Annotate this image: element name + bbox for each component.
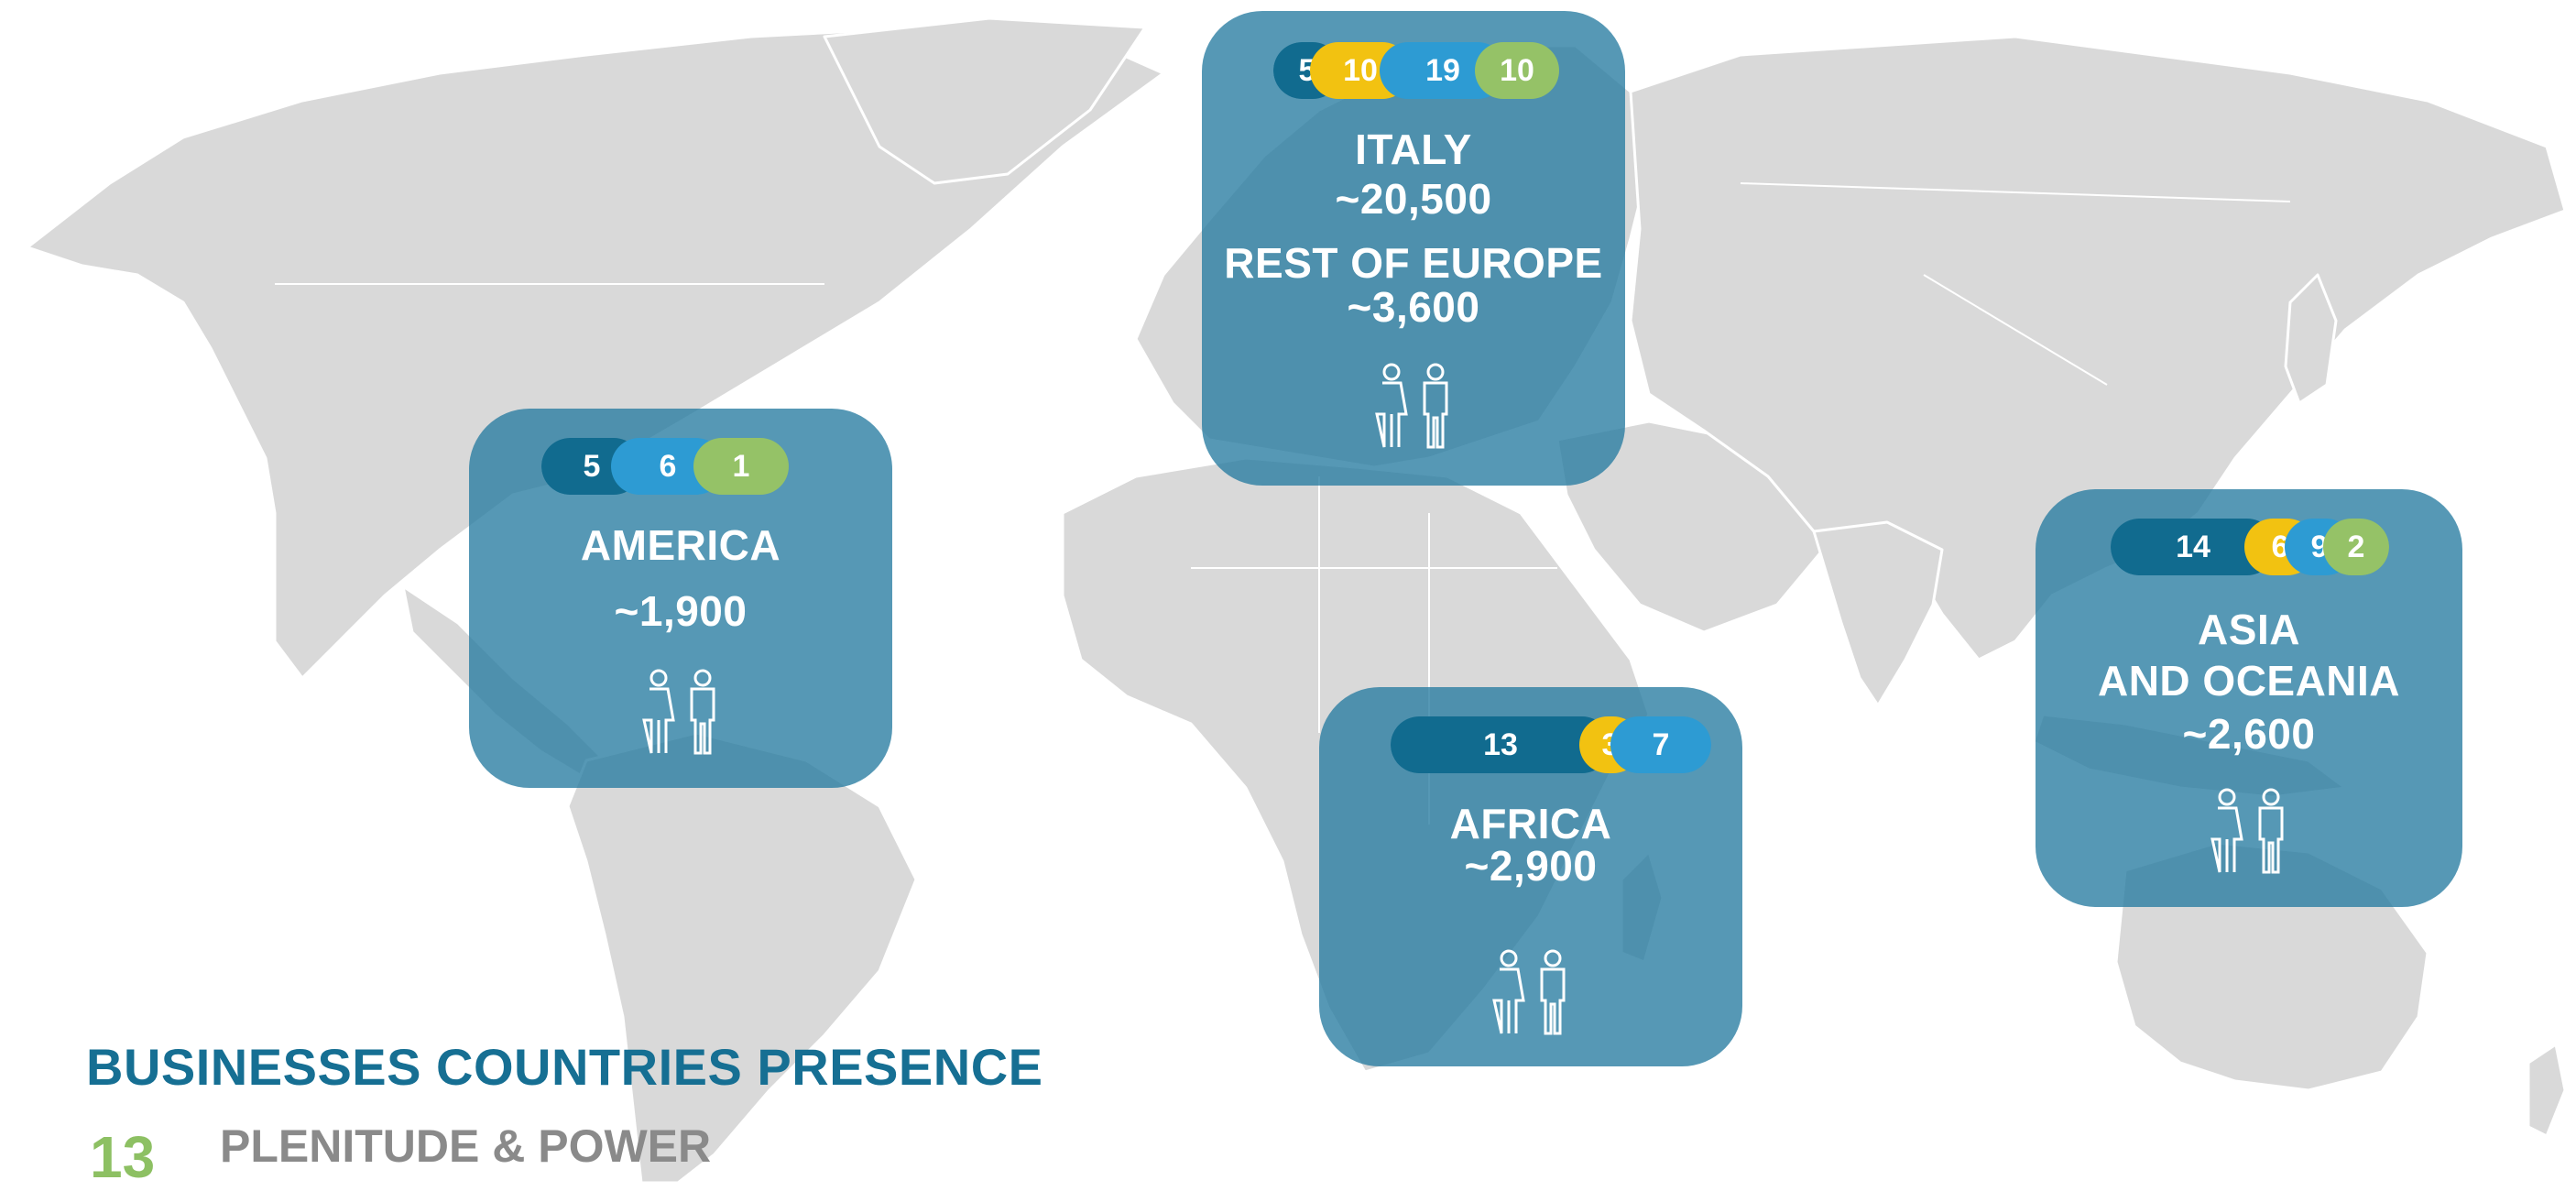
employee-count-secondary: ~3,600 [1347,283,1480,331]
employee-count: ~2,900 [1464,842,1598,890]
employee-count: ~1,900 [614,587,748,635]
count-segment-green: 1 [693,438,789,495]
page-heading: BUSINESSES COUNTRIES PRESENCE [86,1038,1043,1096]
people-icon [1319,949,1742,1037]
employee-count: ~20,500 [1335,175,1492,223]
page-number: 13 [90,1124,156,1190]
america-count-bar: 5 6 1 [541,438,820,495]
region-name-secondary: REST OF EUROPE [1224,239,1603,287]
africa-card: 13 3 7 AFRICA ~2,900 [1319,687,1742,1066]
new-zealand [2527,1043,2567,1138]
asia-card: 14 6 9 2 ASIA AND OCEANIA ~2,600 [2036,489,2462,907]
india [1812,520,1944,707]
region-name: ASIA [2198,606,2300,653]
count-segment-dark: 13 [1391,716,1610,773]
count-segment-blue: 7 [1610,716,1711,773]
america-card: 5 6 1 AMERICA ~1,900 [469,409,892,788]
brand-label: PLENITUDE & POWER [220,1120,712,1172]
count-segment-green: 10 [1475,42,1559,99]
south-america [566,731,918,1183]
count-segment-green: 2 [2323,519,2389,575]
employee-count: ~2,600 [2182,710,2316,758]
europe-card: 5 10 19 10 ITALY ~20,500 REST OF EUROPE … [1202,11,1625,486]
region-name: ITALY [1355,126,1472,173]
europe-count-bar: 5 10 19 10 [1273,42,1563,99]
people-icon [469,669,892,757]
asia-count-bar: 14 6 9 2 [2111,519,2389,575]
japan [2284,273,2338,405]
region-name-line2: AND OCEANIA [2097,657,2401,705]
people-icon [2036,788,2462,876]
greenland [823,16,1147,185]
region-name: AFRICA [1449,800,1612,847]
people-icon [1202,363,1625,451]
region-name: AMERICA [580,521,781,569]
africa-count-bar: 13 3 7 [1391,716,1711,773]
